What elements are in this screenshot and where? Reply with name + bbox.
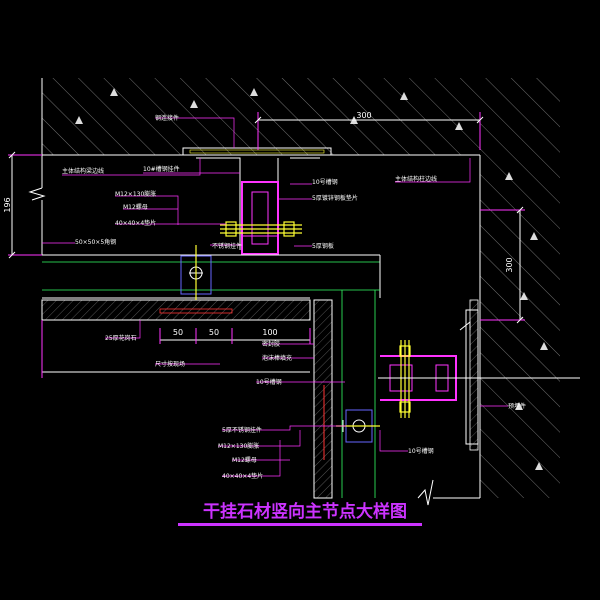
label-top-left-beam: 主体结构梁边线 bbox=[62, 167, 104, 175]
label-gasket-top: 5厚镀锌钢板垫片 bbox=[312, 194, 358, 202]
dim-gap-c: 100 bbox=[262, 328, 277, 337]
dim-right-height: 300 bbox=[505, 257, 514, 272]
dim-top-width: 300 bbox=[356, 111, 371, 120]
label-pad-top: 40×40×4垫片 bbox=[115, 219, 156, 227]
label-angle-stub: 50×50×5角钢 bbox=[75, 238, 116, 246]
dimension-lines bbox=[8, 112, 525, 378]
title-text: 干挂石材竖向主节点大样图 bbox=[203, 501, 407, 522]
label-foam: 泡沫棒填充 bbox=[262, 354, 292, 362]
label-top-right-col: 主体结构柱边线 bbox=[395, 175, 437, 183]
label-glue: 密封胶 bbox=[262, 340, 280, 348]
leader-lines bbox=[42, 117, 508, 477]
label-channel-top: 10号槽钢 bbox=[312, 178, 338, 186]
label-plate-5: 5厚钢板 bbox=[312, 242, 334, 250]
soffit-stone bbox=[41, 245, 381, 321]
label-embed-plate: 预埋件 bbox=[508, 402, 526, 410]
upper-channel-assembly bbox=[220, 181, 302, 255]
label-angle-top: 10#槽钢挂件 bbox=[143, 165, 180, 173]
label-nut-top: M12螺母 bbox=[123, 203, 148, 211]
label-nut-bottom: M12螺母 bbox=[232, 456, 257, 464]
label-pin-top: 不锈钢挂件 bbox=[212, 242, 242, 250]
vertical-stone bbox=[313, 290, 380, 499]
label-top-connector: 钢连接件 bbox=[155, 114, 179, 122]
label-stone-panel: 25厚花岗石 bbox=[105, 334, 137, 342]
label-ss-pin: 5厚不锈钢挂件 bbox=[222, 426, 262, 434]
label-bolt-top: M12×130膨胀 bbox=[115, 190, 156, 198]
dim-left-height: 196 bbox=[3, 197, 12, 212]
dim-gap-a: 50 bbox=[173, 328, 183, 337]
label-channel-mid: 10号槽钢 bbox=[256, 378, 282, 386]
label-size-note: 尺寸按现场 bbox=[155, 360, 185, 368]
dim-gap-b: 50 bbox=[209, 328, 219, 337]
right-channel-assembly bbox=[378, 299, 580, 451]
annotation-labels: 300 196 300 50 50 100 钢连接件 主体结构梁边线 10#槽钢… bbox=[3, 111, 526, 480]
label-bolt-bottom: M12×130膨胀 bbox=[218, 442, 259, 450]
drawing-title: 干挂石材竖向主节点大样图 bbox=[178, 501, 422, 526]
label-channel-bottom: 10号槽钢 bbox=[408, 447, 434, 455]
label-pad-bottom: 40×40×4垫片 bbox=[222, 472, 263, 480]
